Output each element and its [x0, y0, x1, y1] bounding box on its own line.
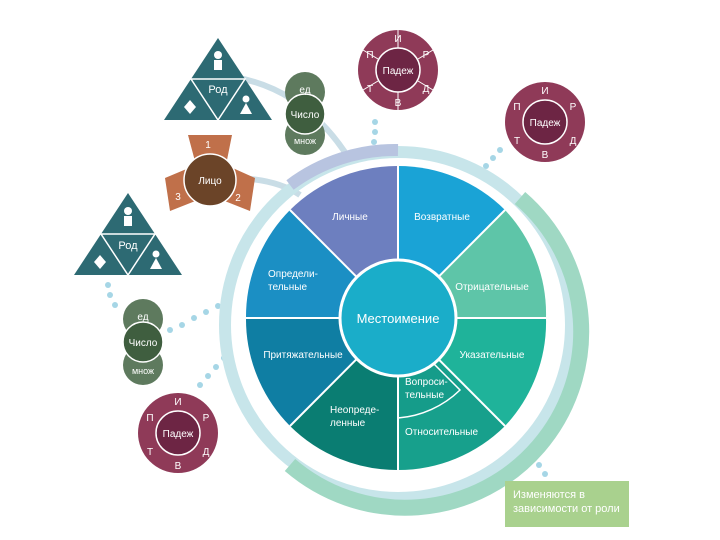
svg-text:Род: Род — [118, 240, 138, 252]
svg-text:ед: ед — [137, 312, 148, 323]
label-personal: Личные — [332, 212, 368, 223]
svg-text:1: 1 — [205, 140, 211, 151]
person-wheel[interactable]: Лицо 1 2 3 — [165, 135, 255, 211]
case-wheel-bottom[interactable]: Падеж И Р Д В Т П — [138, 393, 218, 473]
gender-triangle-left[interactable]: Род — [74, 193, 182, 277]
male-icon — [124, 207, 132, 226]
svg-text:Д: Д — [203, 447, 210, 458]
svg-text:И: И — [174, 397, 181, 408]
svg-text:И: И — [541, 86, 548, 97]
case-wheel-top[interactable]: Падеж И Р Д В Т П — [358, 30, 438, 110]
svg-text:множ: множ — [294, 136, 316, 146]
label-negative: Отрицательные — [455, 282, 529, 293]
svg-text:Лицо: Лицо — [198, 176, 222, 187]
svg-text:П: П — [366, 50, 373, 61]
svg-text:Падеж: Падеж — [530, 118, 561, 129]
svg-text:множ: множ — [132, 366, 154, 376]
wheel — [245, 165, 547, 471]
female-icon — [240, 95, 252, 114]
case-wheel-right[interactable]: Падеж И Р Д В Т П — [505, 82, 585, 162]
neuter-icon — [184, 100, 196, 114]
svg-text:Т: Т — [367, 84, 373, 95]
svg-text:Т: Т — [147, 447, 153, 458]
legend-line-2: зависимости от роли — [513, 503, 620, 515]
number-stack-top[interactable]: ед Число множ — [284, 72, 326, 155]
svg-text:И: И — [394, 34, 401, 45]
center-circle[interactable] — [338, 258, 458, 378]
center-label: Местоимение — [357, 311, 440, 326]
svg-text:П: П — [146, 413, 153, 424]
svg-text:Род: Род — [208, 84, 228, 96]
svg-text:Падеж: Падеж — [163, 429, 194, 440]
svg-text:В: В — [395, 98, 402, 109]
svg-text:Д: Д — [423, 84, 430, 95]
label-indefinite: Неопреде-ленные — [330, 405, 379, 429]
svg-text:В: В — [542, 150, 549, 161]
svg-text:В: В — [175, 461, 182, 472]
svg-text:Р: Р — [423, 50, 430, 61]
svg-text:Падеж: Падеж — [383, 66, 414, 77]
label-demonstrative: Указательные — [460, 350, 525, 361]
svg-text:Д: Д — [570, 136, 577, 147]
number-stack-left[interactable]: ед Число множ — [122, 299, 164, 385]
legend-line-1: Изменяются в — [513, 489, 585, 501]
svg-text:ед: ед — [299, 85, 310, 96]
svg-text:Р: Р — [570, 102, 577, 113]
svg-text:Число: Число — [291, 110, 320, 121]
svg-text:Т: Т — [514, 136, 520, 147]
svg-text:2: 2 — [235, 193, 241, 204]
svg-text:Р: Р — [203, 413, 210, 424]
svg-text:Число: Число — [129, 338, 158, 349]
svg-text:П: П — [513, 102, 520, 113]
label-relative: Относительные — [405, 427, 478, 438]
female-icon — [150, 250, 162, 269]
label-interrogative: Вопроси-тельные — [405, 377, 448, 401]
male-icon — [214, 51, 222, 70]
svg-text:3: 3 — [175, 192, 181, 203]
segment-labels: Личные Возвратные Определи-тельные Отриц… — [263, 212, 529, 438]
legend-note: Изменяются в зависимости от роли — [505, 481, 629, 527]
neuter-icon — [94, 255, 106, 269]
label-possessive: Притяжательные — [263, 350, 343, 361]
label-definitive: Определи-тельные — [268, 269, 318, 293]
outer-rings — [219, 143, 590, 516]
label-reflexive: Возвратные — [414, 212, 470, 223]
gender-triangle-top[interactable]: Род — [164, 38, 272, 122]
